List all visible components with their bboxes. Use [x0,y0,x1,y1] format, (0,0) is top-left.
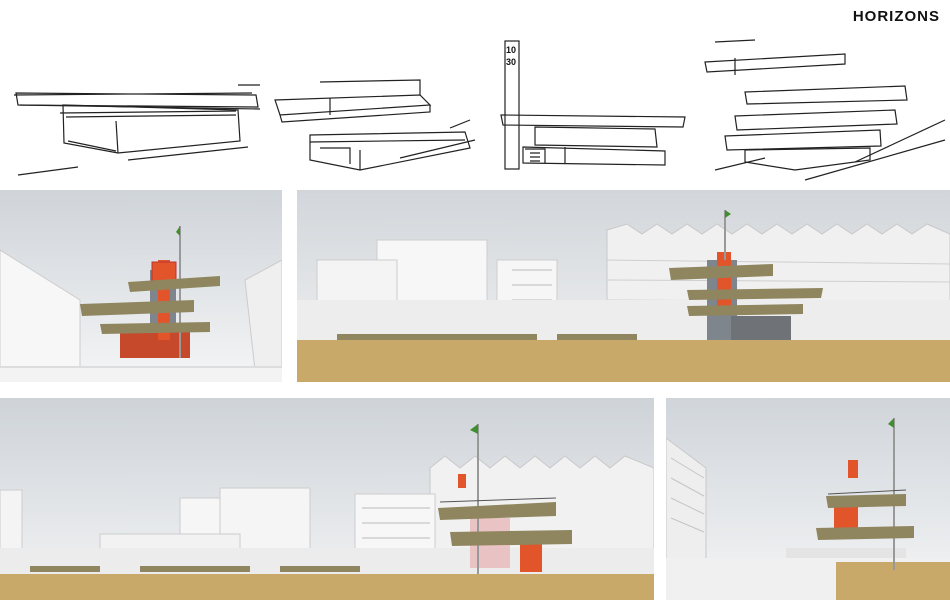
tower-number-top: 10 [506,45,516,55]
render-panel-1 [0,190,282,382]
sketch-panel-1 [8,55,266,185]
render-panel-4 [666,398,950,600]
sketch-panel-2 [270,60,485,185]
page-title: HORIZONS [852,8,940,25]
render-panel-3 [0,398,654,600]
tower-number-bottom: 30 [506,57,516,67]
sketch-panel-4 [695,30,950,190]
sketch-panel-3: 10 30 [495,35,690,175]
render-panel-2 [297,190,950,382]
